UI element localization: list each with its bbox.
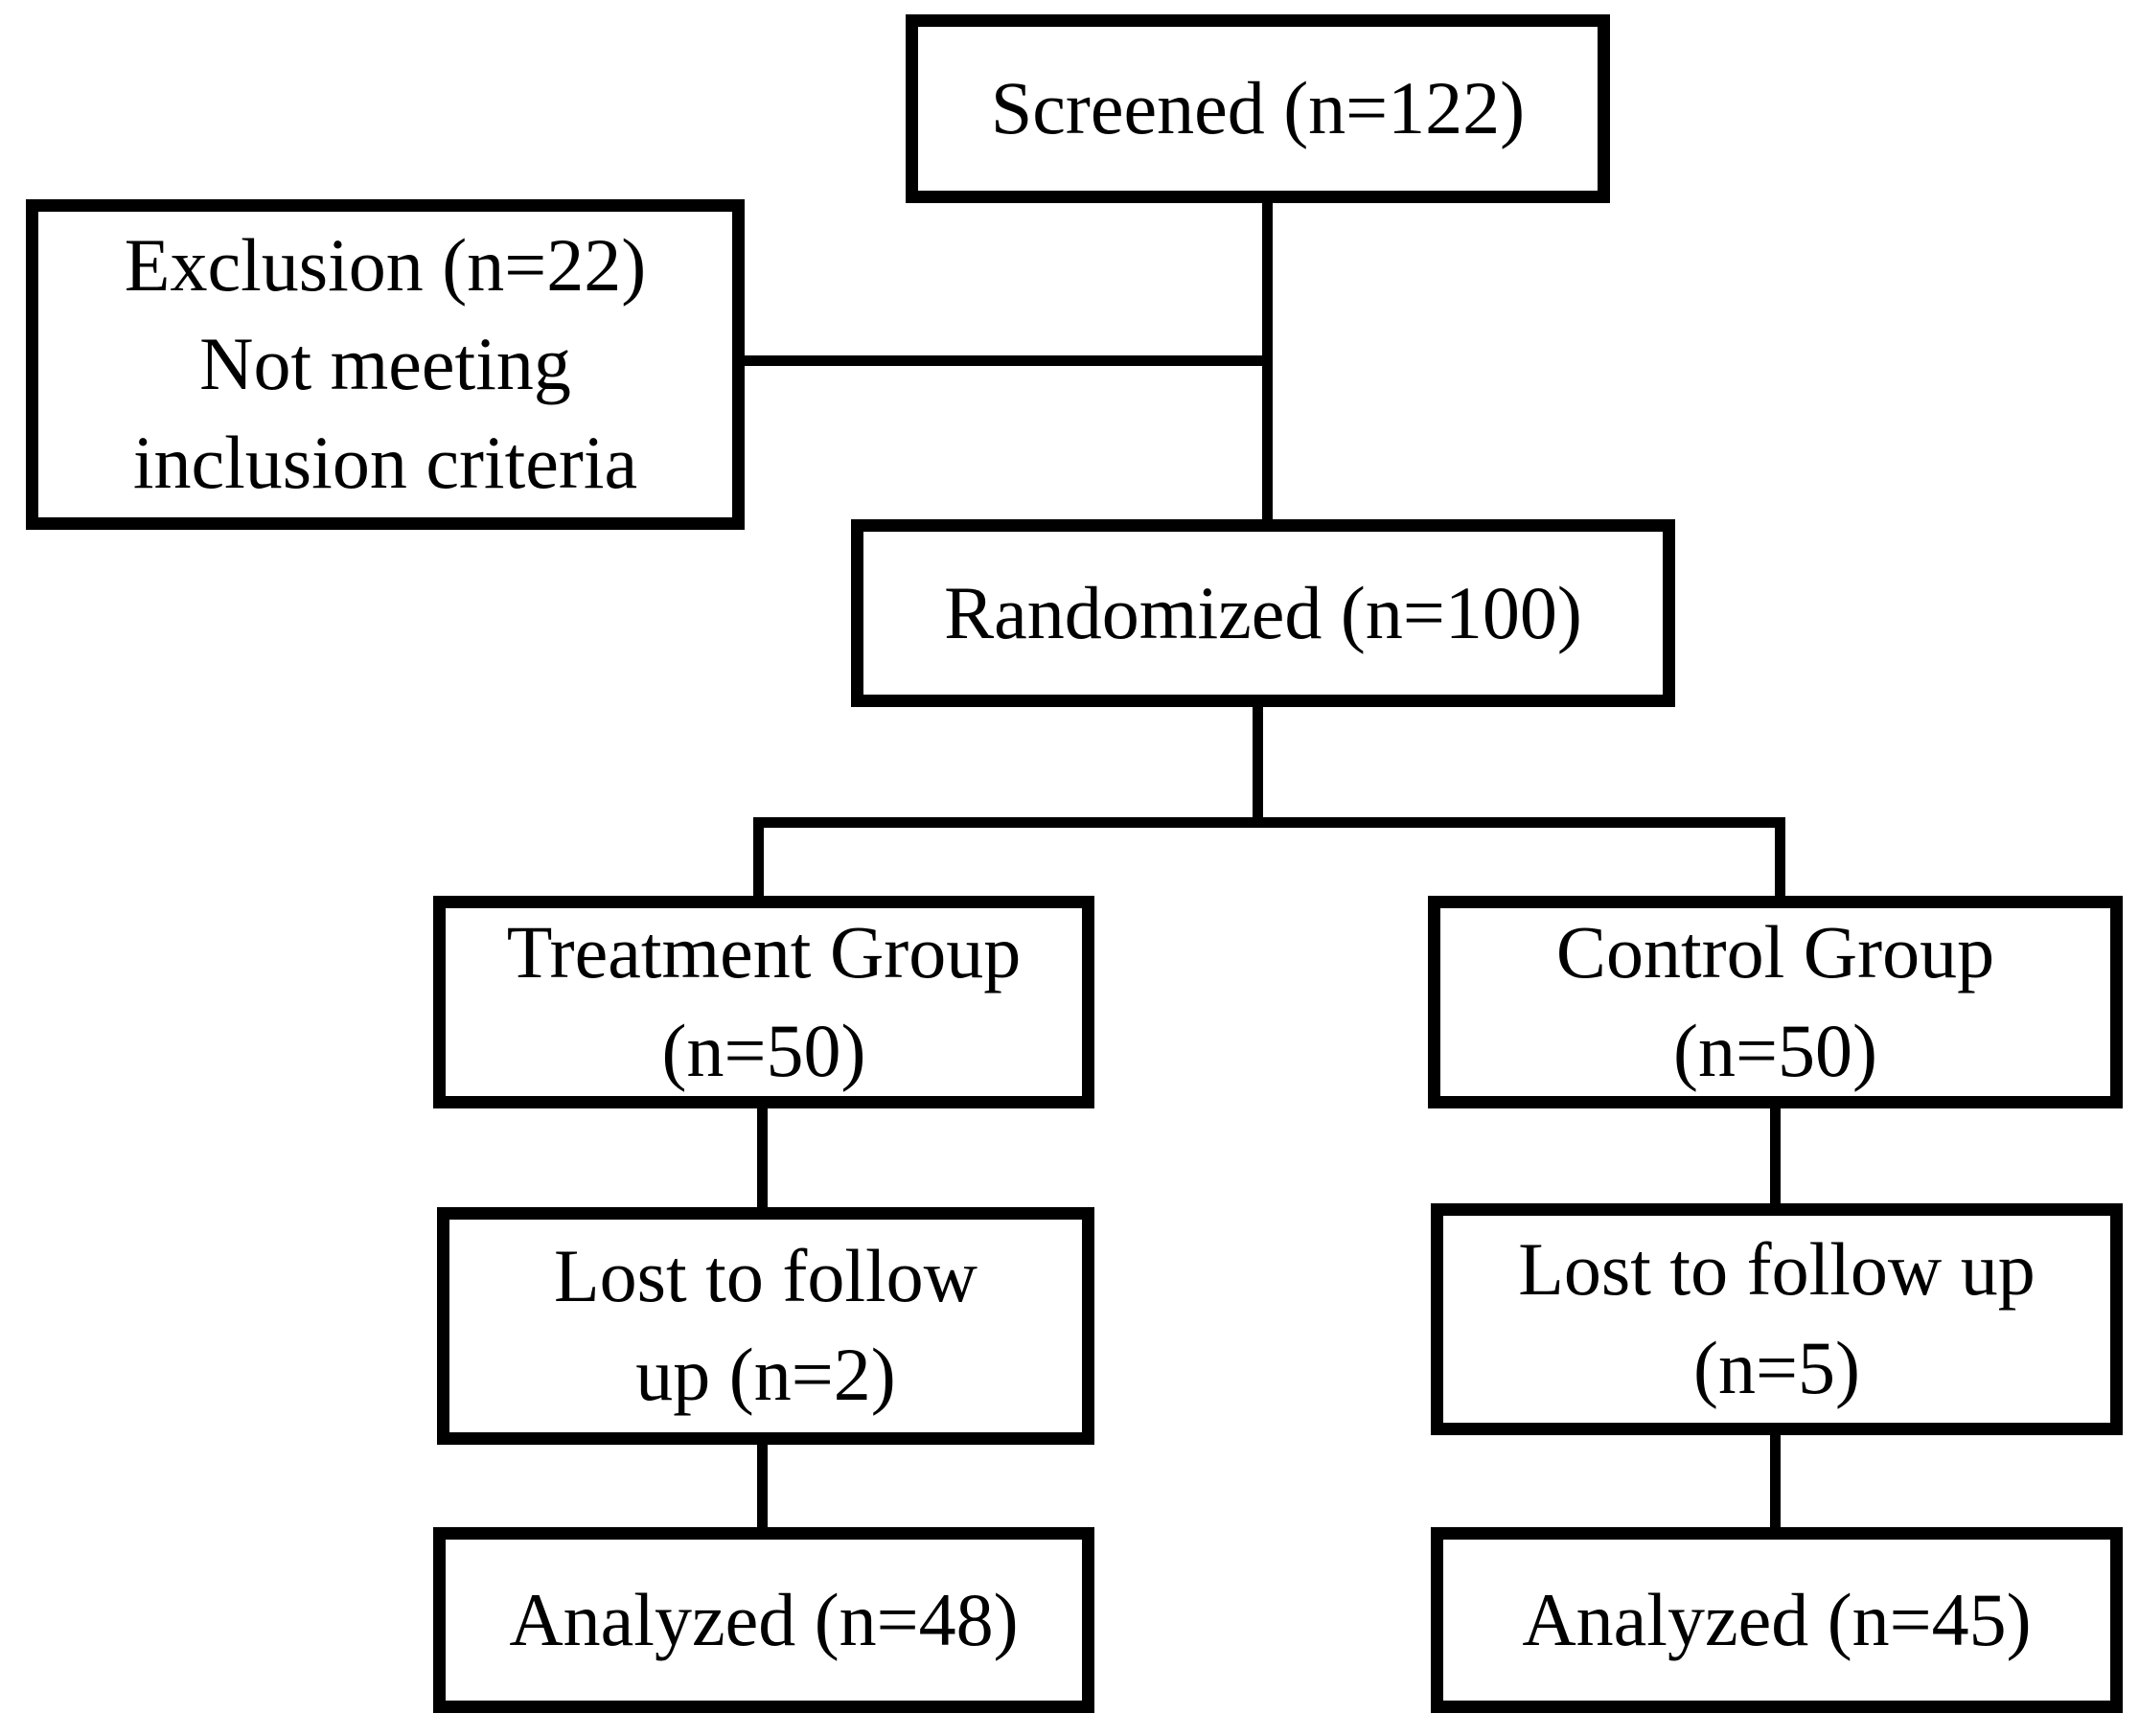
analyzed-treatment-box: Analyzed (n=48) [433, 1527, 1094, 1713]
connector-split-to-control [1775, 817, 1785, 905]
connector-exclusion-branch [738, 355, 1268, 366]
analyzed-control-label: Analyzed (n=45) [1522, 1577, 2032, 1661]
treatment-group-box: Treatment Group (n=50) [433, 896, 1094, 1108]
lost-to-follow-up-treatment-box: Lost to follow up (n=2) [437, 1207, 1094, 1445]
exclusion-box: Exclusion (n=22) Not meeting inclusion c… [26, 199, 745, 530]
connector-split-to-treatment [753, 817, 764, 905]
exclusion-line-1: Exclusion (n=22) [124, 223, 647, 308]
lost-control-line-1: Lost to follow up [1518, 1227, 2036, 1312]
lost-control-line-2: (n=5) [1693, 1326, 1860, 1409]
exclusion-line-3: inclusion criteria [132, 420, 638, 504]
connector-randomized-stem [1253, 702, 1263, 828]
lost-treatment-line-2: up (n=2) [635, 1333, 896, 1416]
control-group-box: Control Group (n=50) [1428, 896, 2123, 1108]
connector-lost-to-analyzed-control [1770, 1428, 1781, 1537]
randomized-box: Randomized (n=100) [851, 519, 1675, 707]
connector-treatment-to-lost [757, 1102, 768, 1217]
lost-to-follow-up-control-box: Lost to follow up (n=5) [1431, 1203, 2123, 1435]
lost-treatment-line-1: Lost to follow [554, 1234, 978, 1318]
connector-split-bar [753, 817, 1785, 828]
treatment-group-line-1: Treatment Group [506, 910, 1022, 994]
analyzed-treatment-label: Analyzed (n=48) [509, 1577, 1019, 1661]
screened-box: Screened (n=122) [906, 14, 1610, 203]
exclusion-line-2: Not meeting [199, 322, 571, 406]
treatment-group-line-2: (n=50) [661, 1009, 866, 1092]
analyzed-control-box: Analyzed (n=45) [1431, 1527, 2123, 1713]
connector-control-to-lost [1770, 1102, 1781, 1213]
screened-label: Screened (n=122) [990, 66, 1526, 150]
control-group-line-1: Control Group [1555, 910, 1995, 994]
randomized-label: Randomized (n=100) [944, 570, 1582, 654]
control-group-line-2: (n=50) [1673, 1009, 1877, 1092]
connector-lost-to-analyzed-treatment [757, 1437, 768, 1537]
